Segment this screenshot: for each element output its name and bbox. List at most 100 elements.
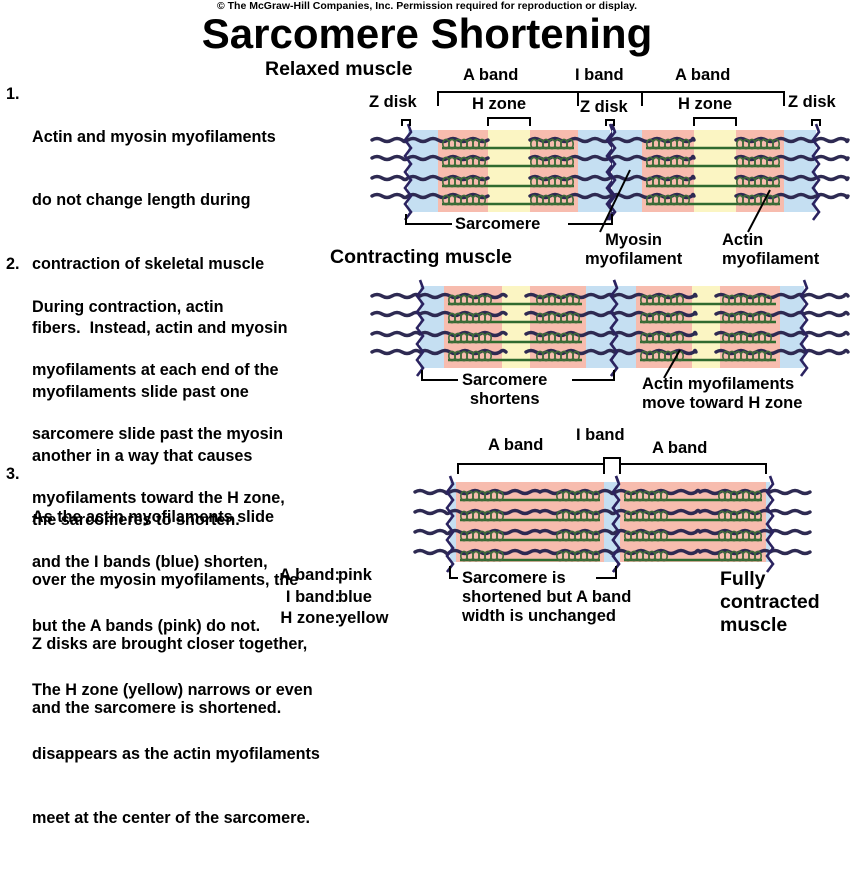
myosin-head [763, 294, 772, 306]
step-line: over the myosin myofilaments, the [32, 571, 299, 590]
myosin-head [571, 350, 580, 362]
myosin-head [771, 138, 780, 150]
step-line: As the actin myofilaments slide [32, 507, 274, 526]
i-band-label: I band [575, 66, 624, 84]
myosin-head [771, 156, 780, 168]
fully-heading-line: muscle [720, 614, 788, 636]
z-disk [609, 279, 619, 377]
actin-filament [413, 528, 452, 536]
legend-colors: pink blue yellow [338, 565, 428, 630]
actin-filament [814, 154, 850, 162]
h-zone-region [502, 286, 530, 368]
sarcomere-diagram [370, 91, 850, 579]
actin-move-leader [663, 349, 681, 379]
actin-filament [814, 174, 850, 182]
actin-filament [418, 292, 508, 300]
myosin-label-line: Myosin [605, 231, 663, 249]
actin-filament [612, 292, 698, 300]
step-line: sarcomere slide past the myosin [32, 425, 284, 444]
actin-filament [714, 292, 806, 300]
myosin-head [753, 530, 762, 542]
step-line: myofilaments slide past one [32, 383, 249, 402]
sarcomere-shortens-line: shortens [469, 390, 540, 408]
step-line: and the sarcomere is shortened. [32, 699, 282, 718]
sarcomere-bracket [596, 566, 617, 579]
fully-contracted-heading: Fully contracted muscle [720, 568, 820, 637]
actin-filament [370, 192, 410, 200]
myosin-head [591, 530, 600, 542]
actin-filament [448, 528, 542, 536]
myosin-head [753, 510, 762, 522]
myosin-head [495, 530, 504, 542]
myosin-head [681, 156, 690, 168]
legend-color-pink: pink [338, 566, 372, 584]
label-brackets [401, 91, 821, 579]
a-band-label-left: A band [463, 66, 519, 84]
myosin-head [681, 194, 690, 206]
actin-filament [370, 292, 422, 300]
actin-filament [768, 508, 812, 516]
actin-filament [610, 154, 696, 162]
actin-filament [802, 310, 850, 318]
page-title: Sarcomere Shortening [201, 10, 653, 57]
relaxed-heading: Relaxed muscle [265, 58, 413, 80]
actin-filament [524, 310, 616, 318]
z-disk-label-left: Z disk [369, 93, 417, 111]
copyright-notice: © The McGraw-Hill Companies, Inc. Permis… [216, 0, 638, 12]
fully-a-band-right: A band [652, 439, 708, 457]
z-disk-label-mid: Z disk [580, 98, 628, 116]
myosin-head [483, 312, 492, 324]
step-line: and the I bands (blue) shorten, [32, 553, 268, 572]
legend-bands: A band: I band: H zone: [240, 565, 340, 630]
step-number: 2. [6, 255, 20, 273]
myosin-head [675, 312, 684, 324]
actin-filament [413, 488, 452, 496]
myosin-head [571, 332, 580, 344]
myosin-head [763, 350, 772, 362]
myosin-head [565, 194, 574, 206]
a-band-label-right: A band [675, 66, 731, 84]
actin-leader [747, 189, 771, 233]
actin-filament [524, 292, 616, 300]
myosin-head [477, 138, 486, 150]
actin-filament [814, 136, 850, 144]
actin-filament [370, 310, 422, 318]
z-disk [799, 279, 809, 377]
step-1: 1. Actin and myosin myofilaments do not … [6, 84, 386, 529]
actin-filament [768, 488, 812, 496]
fully-sarcomere-line: shortened but A band [462, 588, 632, 606]
a-band-bracket [457, 463, 605, 474]
myosin-head [659, 510, 668, 522]
fully-sarcomere-line: Sarcomere is [462, 569, 566, 587]
myosin-head [477, 156, 486, 168]
actin-filament [768, 528, 812, 536]
h-zone-region [488, 130, 530, 212]
actin-filament [768, 548, 812, 556]
myosin-label: Myosin myofilament [585, 231, 682, 269]
myosin-head [495, 490, 504, 502]
myosin-head [565, 138, 574, 150]
step-line: fibers. Instead, actin and myosin [32, 319, 288, 338]
step-line: Actin and myosin myofilaments [32, 127, 276, 146]
actin-filament [418, 330, 508, 338]
myosin-head [675, 294, 684, 306]
sarcomere-shortens-label: Sarcomere shortens [462, 371, 547, 409]
sarcomere-bracket [405, 214, 452, 225]
actin-move-label: Actin myofilaments move toward H zone [642, 375, 802, 413]
z-disk [765, 475, 775, 573]
myosin-head [659, 550, 668, 562]
z-disk [607, 123, 617, 221]
h-zone-bracket [693, 117, 737, 126]
step-line: but the A bands (pink) do not. [32, 617, 261, 636]
z-disk-marker [605, 119, 615, 126]
myosin-head [659, 490, 668, 502]
actin-move-line: Actin myofilaments [642, 375, 795, 393]
actin-filament [610, 174, 696, 182]
step-line: do not change length during [32, 191, 251, 210]
h-zone-bracket [487, 117, 531, 126]
h-zone-region [694, 130, 736, 212]
actin-filament [612, 330, 698, 338]
actin-filament [370, 330, 422, 338]
relaxed-muscle-diagram [370, 123, 850, 221]
i-band-bracket [603, 457, 621, 474]
